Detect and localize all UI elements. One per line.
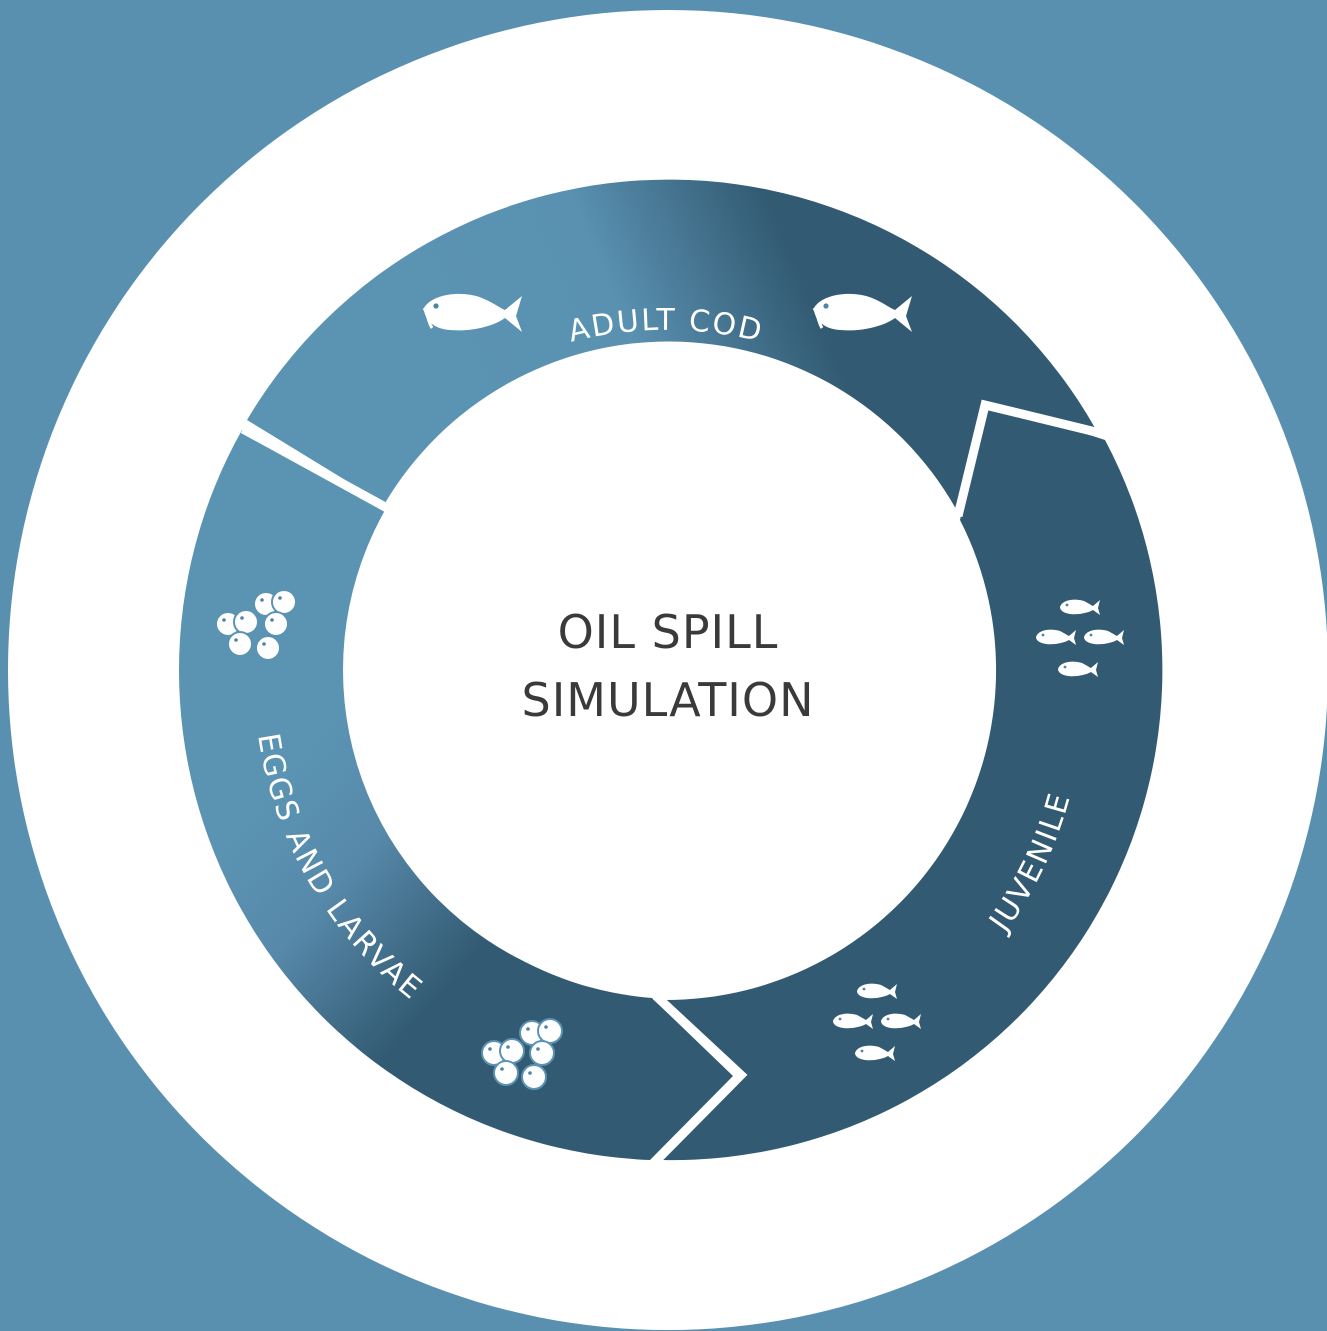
separator-adult-juvenile-arrow — [953, 399, 1102, 518]
separator-eggs-adult — [240, 425, 390, 512]
segment-eggs-and-larvae — [178, 430, 734, 1160]
segment-juvenile — [663, 401, 1163, 1161]
segment-adult-cod — [247, 179, 1095, 508]
inner-white-disc — [343, 345, 993, 995]
center-title-line2: SIMULATION — [522, 673, 815, 727]
center-title-line1: OIL SPILL — [558, 605, 779, 659]
separator-eggs-juvenile-arrow — [650, 992, 748, 1167]
